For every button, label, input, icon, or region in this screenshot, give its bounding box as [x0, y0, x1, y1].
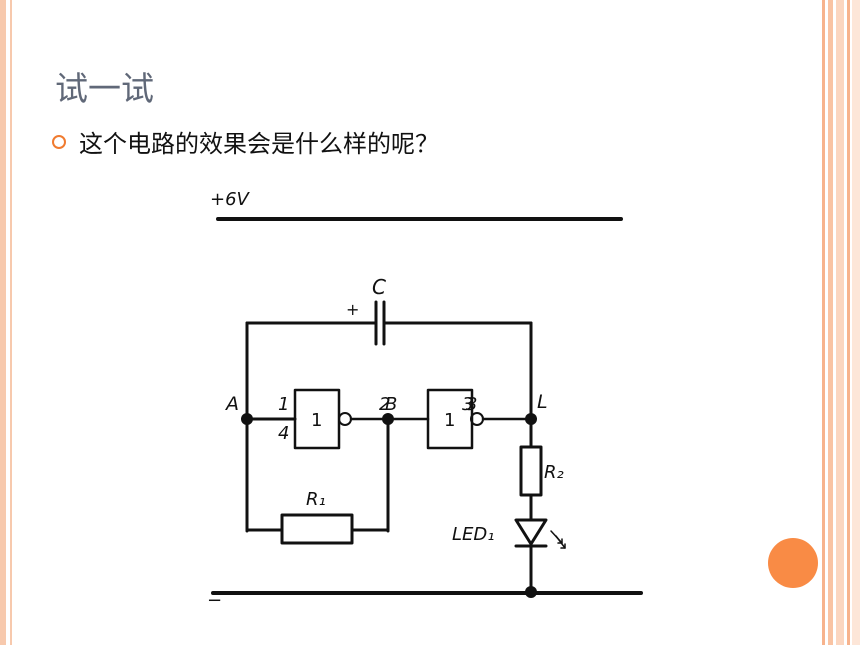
pin-1-label: 1: [278, 394, 289, 415]
bullet-text: 这个电路的效果会是什么样的呢？: [79, 130, 439, 158]
gate2-symbol: 1: [444, 410, 455, 431]
right-border-stripe: [828, 0, 833, 645]
node-l-label: L: [537, 391, 548, 413]
right-border-stripe: [852, 0, 860, 645]
capacitor-label: C: [372, 275, 386, 299]
gate1-symbol: 1: [311, 410, 322, 431]
led-arrowhead: [560, 543, 566, 549]
led-arrowhead: [557, 538, 563, 544]
slide-title: 试一试: [55, 69, 154, 108]
resistor2-label: R₂: [544, 462, 564, 483]
capacitor-polarity-label: +: [346, 300, 359, 319]
junction-dot-a: [241, 413, 253, 425]
pin-3-label: 3: [462, 394, 473, 415]
resistor-r1: [280, 513, 354, 545]
led-triangle: [514, 518, 548, 546]
junction-dot-l: [525, 413, 537, 425]
pin-2-label: 2: [379, 394, 390, 415]
left-border-line: [10, 0, 12, 645]
led-label: LED₁: [452, 524, 494, 545]
bullet-ring-icon: [52, 135, 66, 149]
led-arrow: [555, 535, 566, 549]
right-border-stripe: [836, 0, 844, 645]
pin-2-overprint-label: B: [385, 394, 397, 415]
right-border-stripe: [822, 0, 825, 645]
left-border-stripe: [0, 0, 6, 645]
junction-dot-ground: [525, 586, 537, 598]
node-a-label: A: [224, 393, 239, 415]
right-border-stripe: [847, 0, 850, 645]
resistor-r2: [519, 445, 543, 497]
pin-4-label: 4: [278, 423, 289, 444]
junction-dot-b: [382, 413, 394, 425]
ground-label: −: [207, 590, 222, 611]
supply-label: +6V: [210, 189, 251, 210]
decorative-circle: [768, 538, 818, 588]
gate1-inverter-bubble: [338, 412, 352, 426]
pin-3-overprint-label: 3: [466, 394, 477, 415]
resistor1-label: R₁: [306, 489, 326, 510]
